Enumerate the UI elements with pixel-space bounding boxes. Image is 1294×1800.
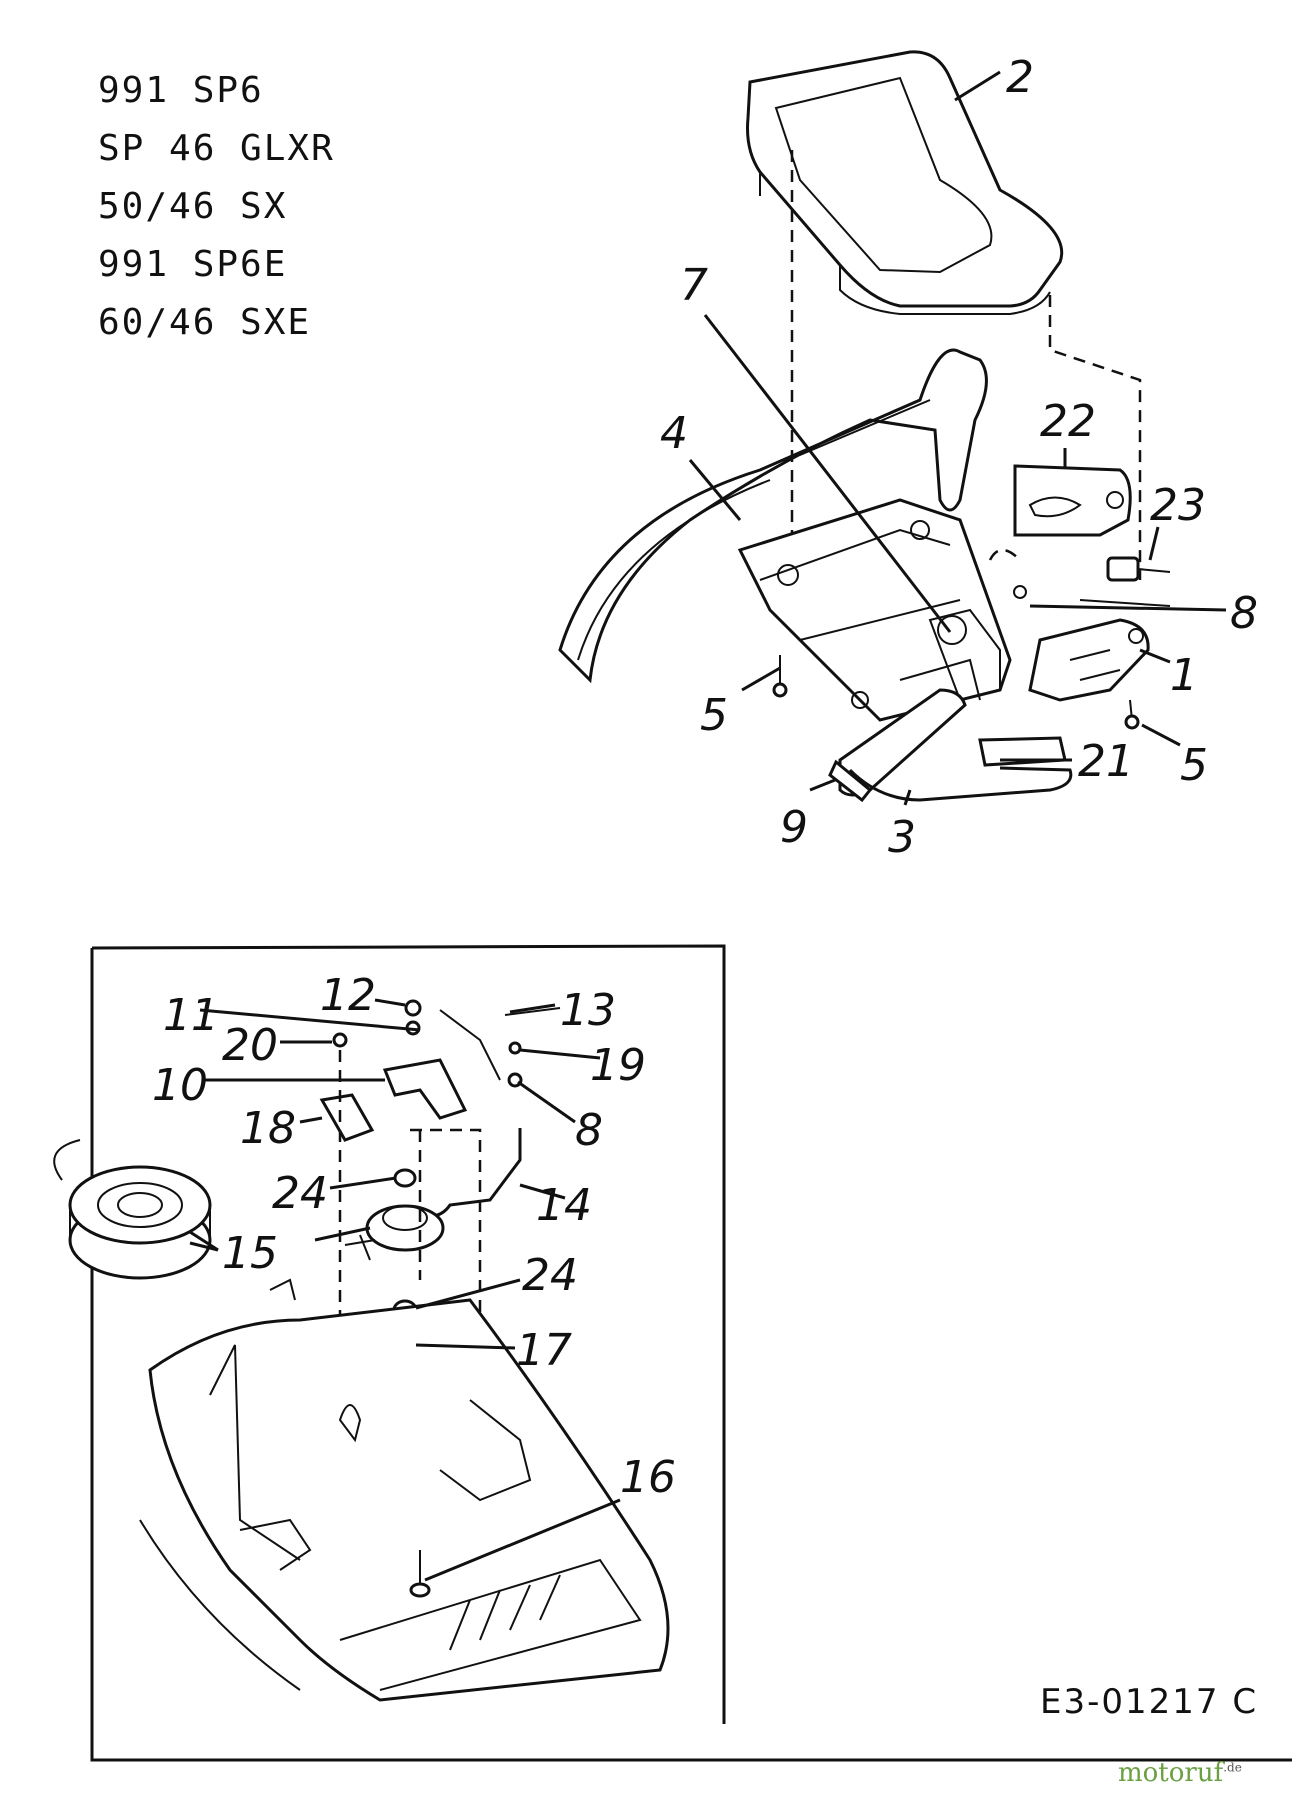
bracket-part <box>1028 618 1150 702</box>
callout-13: 13 <box>560 985 616 1036</box>
decal-part <box>1013 464 1132 537</box>
callout-17: 17 <box>516 1325 572 1376</box>
callout-3: 3 <box>888 812 916 863</box>
screw-right <box>1124 699 1140 730</box>
callout-14: 14 <box>536 1180 592 1231</box>
watermark-tld: .de <box>1223 1760 1242 1775</box>
deck-housing <box>139 1278 670 1702</box>
callout-5: 5 <box>700 690 728 741</box>
callout-8: 8 <box>575 1105 603 1156</box>
rod-14 <box>419 1128 522 1218</box>
lever-part <box>828 688 967 803</box>
diagram-code: E3-01217 C <box>1040 1682 1259 1722</box>
callout-18: 18 <box>240 1103 296 1154</box>
screw-left <box>772 655 788 698</box>
callout-9: 9 <box>780 802 808 853</box>
bail-handle-part <box>558 348 988 684</box>
callout-23: 23 <box>1150 480 1206 531</box>
nut-24-upper <box>393 1168 417 1188</box>
callout-16: 16 <box>620 1452 676 1503</box>
model-item: 50/46 SX <box>98 186 288 227</box>
callout-2: 2 <box>1006 52 1034 103</box>
callout-5: 5 <box>1180 740 1208 791</box>
callout-4: 4 <box>660 408 688 459</box>
lever-plate <box>899 608 1001 702</box>
cable-knob-part <box>1013 556 1171 607</box>
cover-part <box>746 50 1064 315</box>
watermark-brand: motoruf <box>1118 1758 1224 1788</box>
callout-24: 24 <box>272 1168 328 1219</box>
callout-21: 21 <box>1078 736 1134 787</box>
plate-18 <box>319 1093 375 1142</box>
bolt-16 <box>409 1550 431 1598</box>
upper-assembly: 2 7 4 22 23 8 1 5 5 21 9 3 <box>558 50 1258 863</box>
model-item: 991 SP6E <box>98 244 288 285</box>
model-item: SP 46 GLXR <box>98 128 335 169</box>
model-item: 60/46 SXE <box>98 302 312 343</box>
callout-12: 12 <box>320 970 376 1021</box>
callout-1: 1 <box>1170 650 1198 701</box>
callout-15: 15 <box>222 1228 278 1279</box>
callout-19: 19 <box>590 1040 646 1091</box>
bracket-10 <box>382 1058 468 1120</box>
callout-20: 20 <box>222 1020 278 1071</box>
callout-10: 10 <box>152 1060 208 1111</box>
watermark: motoruf.de <box>1118 1758 1242 1788</box>
callout-11: 11 <box>163 990 219 1041</box>
rod-part <box>848 766 1073 802</box>
callout-22: 22 <box>1040 396 1096 447</box>
hub-part <box>344 1204 445 1261</box>
callout-8: 8 <box>1230 588 1258 639</box>
callout-7: 7 <box>680 260 708 311</box>
callout-24: 24 <box>522 1250 578 1301</box>
lower-detail: 11 12 13 20 19 10 8 18 24 14 15 24 17 16 <box>53 944 1292 1762</box>
model-list: 991 SP6 SP 46 GLXR 50/46 SX 991 SP6E 60/… <box>98 62 335 352</box>
model-item: 991 SP6 <box>98 70 264 111</box>
pulley-part <box>53 1139 212 1280</box>
